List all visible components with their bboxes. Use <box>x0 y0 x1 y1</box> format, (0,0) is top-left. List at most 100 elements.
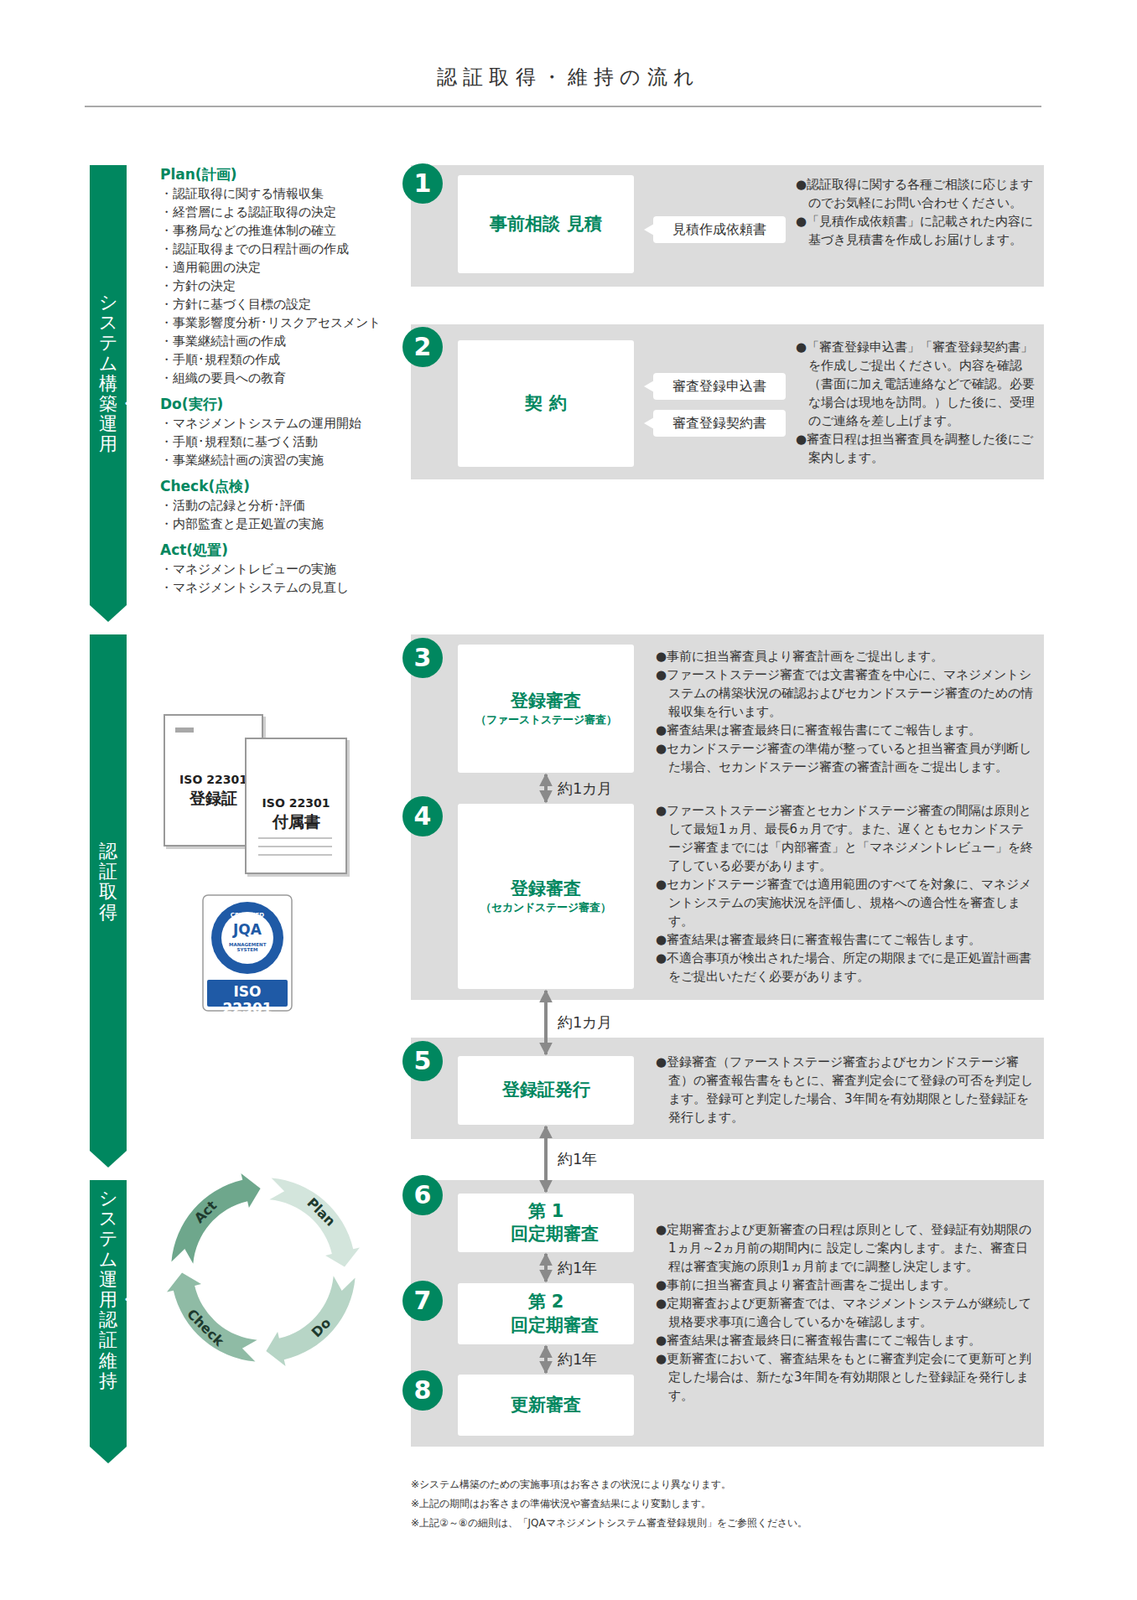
step-box: 更新審査 <box>457 1375 634 1437</box>
pdca-item: ・内部監査と是正処置の実施 <box>160 514 405 534</box>
interval-arrow <box>544 1254 548 1283</box>
pdca-item: ・認証取得に関する情報収集 <box>160 184 405 203</box>
phase-label: システム運用・認証維持 <box>98 1188 118 1392</box>
step-panel: ●定期審査および更新審査の日程は原則として、登録証有効期限の1ヵ月～2ヵ月前の期… <box>410 1180 1044 1448</box>
step-panel: ●「審査登録申込書」「審査登録契約書」を作成しご提出ください。内容を確認（書面に… <box>410 324 1044 480</box>
phase-band: システム構築・運用 <box>89 165 127 623</box>
document-name: 審査登録契約書 <box>672 414 767 433</box>
interval-label-wrap: 約1年 <box>557 1258 598 1279</box>
step-description: ●定期審査および更新審査の日程は原則として、登録証有効期限の1ヵ月～2ヵ月前の期… <box>655 1220 1036 1277</box>
step-description: ●認証取得に関する各種ご相談に応じますのでお気軽にお問い合わせください。 <box>795 175 1038 213</box>
interval-label-wrap: 約1年 <box>557 1349 598 1371</box>
step-description: ●ファーストステージ審査とセカンドステージ審査の間隔は原則として最短1ヵ月、最長… <box>655 801 1036 876</box>
document-tag: 見積作成依頼書 <box>653 216 786 244</box>
pdca-arrow-segment <box>265 1276 355 1367</box>
page-title: 認証取得・維持の流れ <box>436 63 701 91</box>
step-title: （セカンドステージ審査） <box>480 900 612 916</box>
step-description: ●事前に担当審査員より審査計画書をご提出します。 <box>655 1276 1036 1295</box>
bullet-column: ●「審査登録申込書」「審査登録契約書」を作成しご提出ください。内容を確認（書面に… <box>795 337 1038 468</box>
step-title: 更新審査 <box>510 1394 582 1418</box>
pdca-heading: Act(処置) <box>160 539 405 561</box>
step-description: ●セカンドステージ審査では適用範囲のすべてを対象に、マネジメントシステムの実施状… <box>655 875 1036 931</box>
step-title: 第 2 回定期審査 <box>488 1291 604 1338</box>
pdca-item: ・事業継続計画の作成 <box>160 332 405 351</box>
step-description: ●ファーストステージ審査では文書審査を中心に、マネジメントシステムの構築状況の確… <box>655 665 1036 722</box>
interval-label-wrap: 約1カ月 <box>557 1012 613 1034</box>
interval-label: 約1カ月 <box>557 778 613 800</box>
title-rule <box>84 106 1042 108</box>
step-number: 2 <box>414 334 432 360</box>
step-panel: ●認証取得に関する各種ご相談に応じますのでお気軽にお問い合わせください。●「見積… <box>410 165 1044 287</box>
phase-label: システム構築・運用 <box>98 292 118 456</box>
pdca-cycle <box>166 1173 360 1367</box>
step-description: ●不適合事項が検出された場合、所定の期限までに是正処置計画書をご提出いただく必要… <box>655 949 1036 987</box>
step-number: 5 <box>414 1048 432 1075</box>
step-box: 登録審査（ファーストステージ審査） <box>457 644 634 774</box>
interval-label: 約1カ月 <box>557 1012 613 1034</box>
pdca-item: ・経営層による認証取得の決定 <box>160 202 405 222</box>
pdca-item: ・マネジメントシステムの見直し <box>160 578 405 598</box>
step-number: 1 <box>414 171 432 197</box>
document-tag: 審査登録契約書 <box>653 410 786 437</box>
bullet-column: ●事前に担当審査員より審査計画をご提出します。●ファーストステージ審査では文書審… <box>655 647 1036 777</box>
pdca-item: ・認証取得までの日程計画の作成 <box>160 239 405 259</box>
interval-label-wrap: 約1カ月 <box>557 778 613 800</box>
step-panel: ●事前に担当審査員より審査計画をご提出します。●ファーストステージ審査では文書審… <box>410 634 1044 1001</box>
step-description: ●審査結果は審査最終日に審査報告書にてご報告します。 <box>655 721 1036 740</box>
pdca-heading: Plan(計画) <box>160 164 405 185</box>
step-panel: ●登録審査（ファーストステージ審査およびセカンドステージ審査）の審査報告書をもと… <box>410 1038 1044 1140</box>
interval-label: 約1年 <box>557 1149 598 1170</box>
step-title: 登録審査 <box>510 690 582 713</box>
step-title: 登録審査 <box>510 877 582 901</box>
pdca-item: ・活動の記録と分析･評価 <box>160 496 405 515</box>
bullet-column: ●ファーストステージ審査とセカンドステージ審査の間隔は原則として最短1ヵ月、最長… <box>655 801 1036 987</box>
mark-text: JQA <box>233 922 262 940</box>
step-description: ●更新審査において、審査結果をもとに審査判定会にて更新可と判定した場合は、新たな… <box>655 1349 1036 1406</box>
step-number-circle: 2 <box>402 327 443 368</box>
interval-label: 約1年 <box>557 1258 598 1279</box>
phase-label: 認証取得 <box>98 841 118 924</box>
step-number: 3 <box>414 645 432 671</box>
pdca-item: ・事業継続計画の演習の実施 <box>160 451 405 470</box>
certificate-document: ISO 22301付属書 <box>244 737 348 875</box>
footnote: ※システム構築のための実施事項はお客さまの状況により異なります。 <box>410 1478 808 1492</box>
bullet-column: ●定期審査および更新審査の日程は原則として、登録証有効期限の1ヵ月～2ヵ月前の期… <box>655 1220 1036 1406</box>
step-number: 4 <box>414 804 432 830</box>
pdca-list: Plan(計画)・認証取得に関する情報収集・経営層による認証取得の決定・事務局な… <box>160 164 405 598</box>
step-number: 7 <box>414 1288 432 1314</box>
pdca-item: ・マネジメントシステムの運用開始 <box>160 414 405 433</box>
document-label: 付属書 <box>272 811 321 834</box>
pdca-heading: Do(実行) <box>160 394 405 415</box>
step-number-circle: 6 <box>402 1175 443 1216</box>
pdca-item: ・適用範囲の決定 <box>160 258 405 277</box>
document-label: 登録証 <box>189 788 238 810</box>
title-wrap: 認証取得・維持の流れ <box>0 63 1137 91</box>
footnotes: ※システム構築のための実施事項はお客さまの状況により異なります。 ※上記の期間はお… <box>410 1478 808 1537</box>
interval-arrow <box>544 774 548 803</box>
interval-arrow <box>544 1346 548 1374</box>
footnote: ※上記の期間はお客さまの準備状況や審査結果により変動します。 <box>410 1497 808 1511</box>
pdca-item: ・事務局などの推進体制の確立 <box>160 221 405 240</box>
step-description: ●登録審査（ファーストステージ審査およびセカンドステージ審査）の審査報告書をもと… <box>655 1053 1036 1127</box>
pdca-item: ・手順･規程類の作成 <box>160 350 405 369</box>
step-description: ●事前に担当審査員より審査計画をご提出します。 <box>655 647 1036 666</box>
step-number-circle: 5 <box>402 1041 443 1082</box>
step-description: ●定期審査および更新審査では、マネジメントシステムが継続して規格要求事項に適合し… <box>655 1294 1036 1332</box>
mark-text-wrap: JQA <box>202 922 293 940</box>
document-text-wrap: 付属書 <box>246 811 346 834</box>
step-title: 登録証発行 <box>502 1079 591 1102</box>
step-title: （ファーストステージ審査） <box>475 712 618 728</box>
step-description: ●審査日程は担当審査員を調整した後にご案内します。 <box>795 430 1038 468</box>
step-number-circle: 1 <box>402 163 443 204</box>
interval-arrow <box>544 991 548 1055</box>
mark-text-wrap: ISO 22301 <box>202 984 293 1018</box>
bullet-column: ●登録審査（ファーストステージ審査およびセカンドステージ審査）の審査報告書をもと… <box>655 1053 1036 1127</box>
interval-label: 約1年 <box>557 1349 598 1371</box>
step-description: ●「見積作成依頼書」に記載された内容に基づき見積書を作成しお届けします。 <box>795 212 1038 250</box>
certification-mark: CERTIFIEDJQAMANAGEMENT SYSTEMISO 22301 <box>202 894 293 1013</box>
pdca-arrow-segment <box>269 1178 360 1267</box>
footnote: ※上記②～⑧の細則は、「JQAマネジメントシステム審査登録規則」をご参照ください… <box>410 1516 808 1531</box>
step-title: 第 1 回定期審査 <box>488 1200 604 1247</box>
pdca-heading: Check(点検) <box>160 476 405 497</box>
step-title: 事前相談 見積 <box>489 212 602 236</box>
